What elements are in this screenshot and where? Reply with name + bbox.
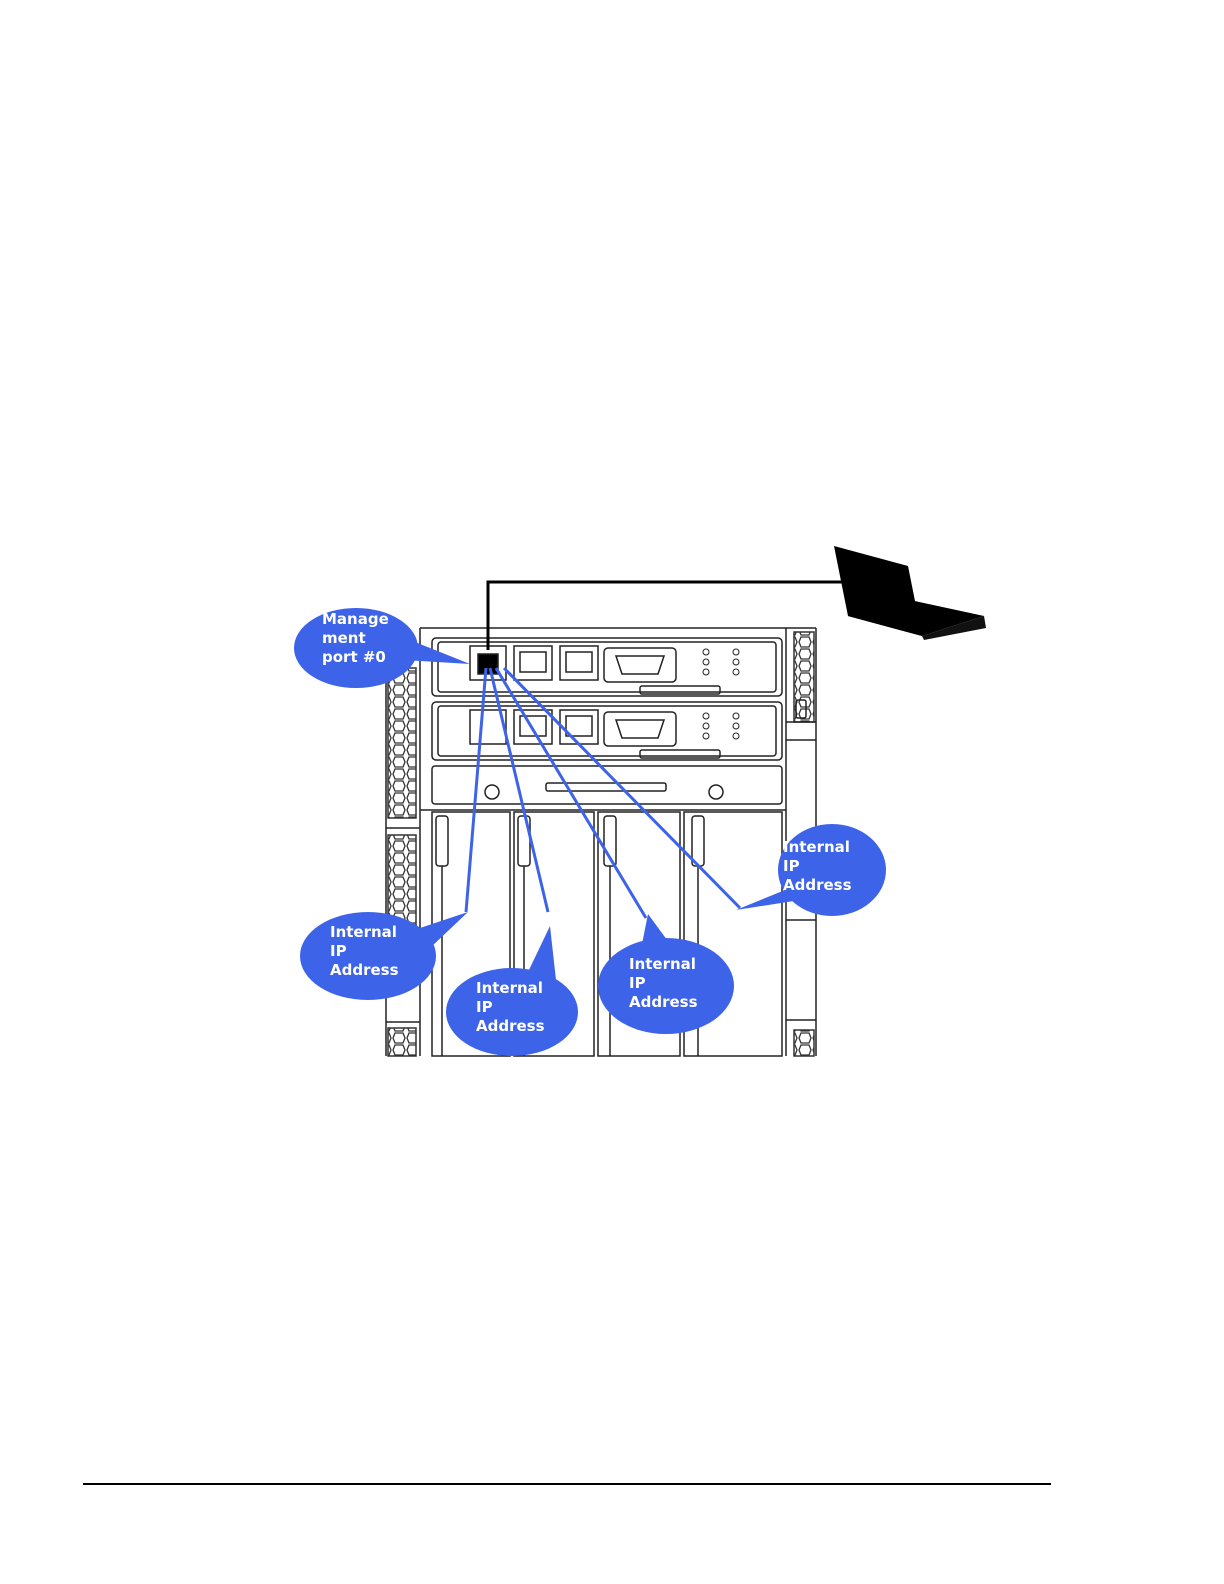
svg-text:IP: IP — [783, 857, 800, 875]
svg-text:IP: IP — [476, 998, 493, 1016]
callout-internal-ip-4: Internal IP Address — [736, 824, 886, 916]
svg-text:Internal: Internal — [783, 838, 850, 856]
callout-management-port: Manage ment port #0 — [294, 608, 470, 688]
svg-text:IP: IP — [629, 974, 646, 992]
svg-text:Address: Address — [783, 876, 852, 894]
svg-text:Manage: Manage — [322, 610, 389, 628]
serial-port-icon — [604, 648, 676, 682]
svg-text:port #0: port #0 — [322, 648, 386, 666]
laptop-icon — [834, 546, 986, 640]
svg-text:Internal: Internal — [476, 979, 543, 997]
svg-text:IP: IP — [330, 942, 347, 960]
svg-text:Internal: Internal — [330, 923, 397, 941]
vent-grille-left — [388, 668, 416, 818]
svg-text:Address: Address — [629, 993, 698, 1011]
svg-text:ment: ment — [322, 629, 366, 647]
controller-1-ports — [470, 646, 739, 694]
status-led-icon — [703, 649, 739, 675]
callout-internal-ip-1: Internal IP Address — [300, 912, 468, 1000]
svg-text:Internal: Internal — [629, 955, 696, 973]
svg-text:Address: Address — [330, 961, 399, 979]
callout-internal-ip-2: Internal IP Address — [446, 926, 578, 1056]
callout-internal-ip-3: Internal IP Address — [598, 914, 734, 1034]
footer-divider — [83, 1483, 1051, 1485]
ethernet-port-icon — [514, 646, 598, 680]
svg-text:Address: Address — [476, 1017, 545, 1035]
